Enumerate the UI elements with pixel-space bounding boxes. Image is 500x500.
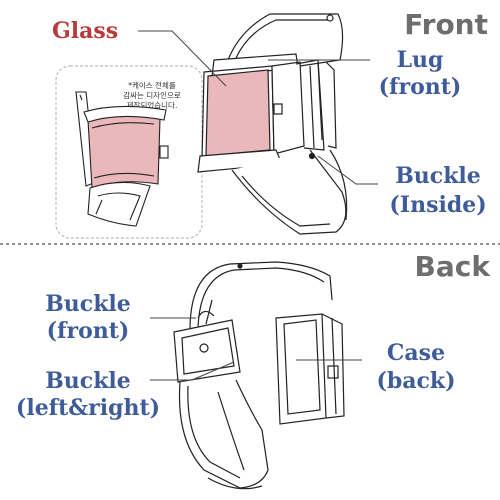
buckle-lr-label-line-1: Buckle (45, 368, 131, 394)
inset-note-line-1: *케이스 전체를 (128, 80, 176, 90)
glass-label: Glass (52, 18, 118, 44)
case-back-label-line-2: (back) (376, 368, 455, 394)
back-heading: Back (415, 250, 492, 283)
glass-panel (205, 69, 271, 157)
front-watch-illustration (197, 13, 348, 235)
inset-note-line-3: 제작되었습니다. (127, 100, 178, 110)
front-heading: Front (404, 8, 488, 41)
buckle-inside-leader-line (317, 155, 378, 185)
inset-note-line-2: 감싸는 디자인으로 (123, 90, 181, 100)
buckle-lr-leader-line (150, 361, 235, 381)
lug-label-line-2: (front) (379, 74, 462, 100)
lug-label-line-1: Lug (397, 47, 444, 73)
glass-leader-line (138, 30, 227, 87)
buckle-front-label-line-1: Buckle (45, 291, 131, 317)
buckle-front-label-line-2: (front) (47, 318, 130, 344)
case-back-label-line-1: Case (387, 340, 445, 366)
inset-note: *케이스 전체를 감싸는 디자인으로 제작되었습니다. (123, 80, 181, 110)
buckle-inside-label-line-2: (Inside) (389, 192, 486, 218)
buckle-lr-label-line-2: (left&right) (16, 395, 160, 421)
inset-watch-case (75, 91, 169, 227)
buckle-inside-label-line-1: Buckle (395, 163, 481, 189)
back-watch-illustration (173, 261, 345, 490)
